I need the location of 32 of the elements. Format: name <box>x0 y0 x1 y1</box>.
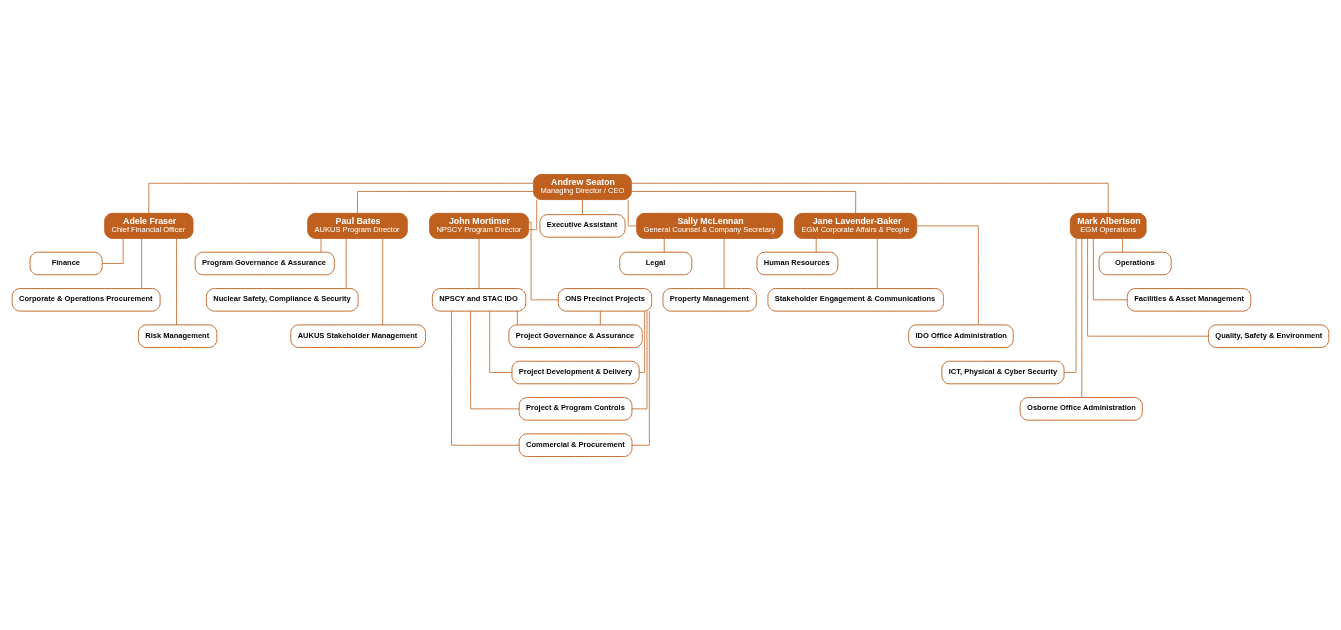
connector <box>631 190 857 214</box>
connector <box>528 198 538 230</box>
connector <box>599 310 601 325</box>
connector <box>815 237 817 252</box>
connector <box>1087 237 1209 337</box>
connector <box>101 237 124 264</box>
connector <box>489 310 513 373</box>
connector <box>723 237 725 289</box>
connector <box>631 182 1109 214</box>
connector <box>663 237 665 252</box>
connector <box>638 310 646 373</box>
connector <box>345 237 347 289</box>
connector <box>470 310 520 409</box>
connector <box>141 237 143 289</box>
connector <box>451 310 520 446</box>
connector <box>876 237 878 289</box>
connector <box>176 237 177 325</box>
connector <box>1063 237 1077 373</box>
connector <box>582 198 583 215</box>
connector <box>528 221 559 300</box>
connector <box>516 310 518 325</box>
connector <box>1081 237 1083 398</box>
connector <box>1122 237 1124 252</box>
connector <box>1092 237 1128 300</box>
connector <box>382 237 384 325</box>
connector <box>627 198 637 226</box>
connector <box>320 237 322 252</box>
connector <box>357 190 534 214</box>
connector <box>148 182 534 214</box>
connector <box>631 310 648 409</box>
connector <box>478 237 480 289</box>
connector <box>916 225 979 325</box>
